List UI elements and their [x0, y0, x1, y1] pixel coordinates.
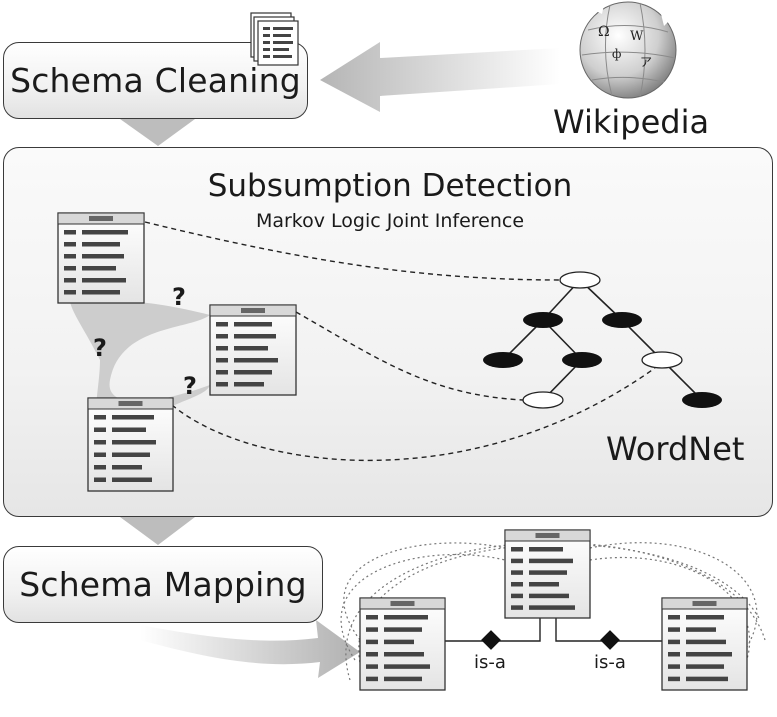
wordnet-node: [602, 312, 642, 328]
subsumption-title: Subsumption Detection: [207, 168, 573, 204]
wikipedia-label: Wikipedia: [553, 103, 710, 141]
wordnet-node: [523, 312, 563, 328]
schema-mapping-label: Schema Mapping: [19, 565, 307, 604]
wikipedia-globe-icon: Ω W ф ア: [579, 0, 677, 99]
isa-diamond-left: [481, 630, 501, 650]
question-mark: ?: [93, 334, 107, 362]
schema-mapping-box: Schema Mapping: [3, 546, 323, 623]
cleaning-to-subsumption-arrow: [120, 119, 195, 146]
schema-table-icon: [661, 597, 748, 691]
question-mark: ?: [183, 372, 197, 400]
wordnet-node: [562, 352, 602, 368]
wordnet-label: WordNet: [606, 430, 745, 468]
svg-text:ф: ф: [612, 47, 621, 61]
svg-text:Ω: Ω: [598, 24, 610, 40]
isa-label-left: is-a: [474, 652, 506, 673]
schema-table-icon: [504, 529, 591, 619]
mapping-to-tables-arrow: [140, 620, 360, 678]
subsumption-subtitle: Markov Logic Joint Inference: [255, 210, 525, 232]
schema-table-icon: [359, 597, 446, 691]
wordnet-node: [682, 392, 722, 408]
wordnet-tree: [483, 271, 722, 409]
schema-table-icon: [57, 212, 145, 304]
question-mark: ?: [172, 283, 186, 311]
document-stack-icon: [250, 12, 299, 66]
isa-connectors: [445, 617, 662, 642]
wordnet-node: [483, 352, 523, 368]
svg-text:ア: ア: [640, 55, 652, 69]
svg-text:W: W: [630, 29, 644, 44]
isa-diamond-right: [600, 630, 620, 650]
schema-table-icon: [209, 304, 297, 396]
schema-cleaning-label: Schema Cleaning: [10, 61, 301, 100]
schema-table-icon: [87, 397, 174, 492]
wikipedia-to-cleaning-arrow: [320, 42, 560, 112]
wordnet-node: [522, 391, 564, 409]
concept-links: [144, 221, 656, 462]
wordnet-node: [559, 271, 601, 289]
isa-label-right: is-a: [594, 652, 626, 673]
mapping-dotted-loops: [340, 542, 766, 681]
subsumption-to-mapping-arrow: [120, 517, 195, 545]
wordnet-node: [641, 351, 683, 369]
